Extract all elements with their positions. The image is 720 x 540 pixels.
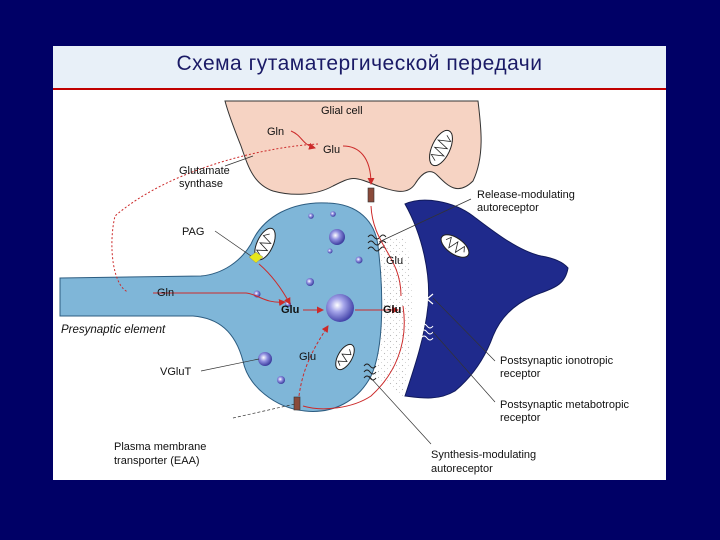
label-glial-cell: Glial cell: [321, 105, 363, 117]
label-release-modulating-2: autoreceptor: [477, 202, 539, 214]
glial-transporter: [367, 187, 375, 203]
label-postsynaptic-metabotropic-2: receptor: [500, 412, 541, 424]
label-glu-glial: Glu: [323, 144, 340, 156]
label-synthesis-modulating-1: Synthesis-modulating: [431, 449, 536, 461]
slide-title: Схема гутаматергической передачи: [176, 52, 543, 75]
ionotropic-receptor: [420, 292, 434, 306]
release-modulating-autoreceptor: [367, 234, 387, 252]
label-glutamate-synthase-1: Glutamate: [179, 165, 230, 177]
label-gln-axon: Gln: [157, 287, 174, 299]
presynaptic-mitochondrion-upper: [254, 227, 276, 261]
label-glu-cleft-top: Glu: [386, 255, 403, 267]
label-gln-glial: Gln: [267, 126, 284, 138]
label-postsynaptic-ionotropic-2: receptor: [500, 368, 541, 380]
pag-marker: [248, 251, 264, 264]
label-vglut: VGluT: [160, 366, 191, 378]
label-plasma-membrane-2: transporter (EAA): [114, 455, 200, 467]
title-bar: Схема гутаматергической передачи: [53, 46, 666, 90]
postsynaptic-element: [404, 199, 569, 399]
glutamate-diagram: Glial cell Gln Glu Glutamate synthase PA…: [59, 100, 630, 475]
metabotropic-receptor: [420, 323, 434, 341]
plasma-membrane-transporter: [293, 396, 301, 411]
label-glu-cleft: Glu: [383, 304, 401, 316]
glial-mitochondrion: [429, 129, 453, 167]
red-pathways: [111, 130, 405, 410]
label-pag: PAG: [182, 226, 204, 238]
label-presynaptic: Presynaptic element: [61, 324, 166, 336]
label-plasma-membrane-1: Plasma membrane: [114, 441, 206, 453]
label-synthesis-modulating-2: autoreceptor: [431, 463, 493, 475]
synthesis-modulating-autoreceptor: [363, 363, 377, 381]
label-glu-vesicle: Glu: [281, 304, 299, 316]
postsynaptic-mitochondrion: [440, 234, 470, 258]
label-glutamate-synthase-2: synthase: [179, 178, 223, 190]
label-release-modulating-1: Release-modulating: [477, 189, 575, 201]
label-postsynaptic-ionotropic-1: Postsynaptic ionotropic: [500, 355, 614, 367]
leader-lines: [200, 155, 496, 445]
label-postsynaptic-metabotropic-1: Postsynaptic metabotropic: [500, 399, 630, 411]
presynaptic-mitochondrion-lower: [335, 343, 355, 371]
presynaptic-element: [59, 202, 383, 412]
label-glu-lower: Glu: [299, 351, 316, 363]
vesicles: [253, 211, 363, 384]
slide: Схема гутаматергической передачи: [53, 46, 666, 480]
